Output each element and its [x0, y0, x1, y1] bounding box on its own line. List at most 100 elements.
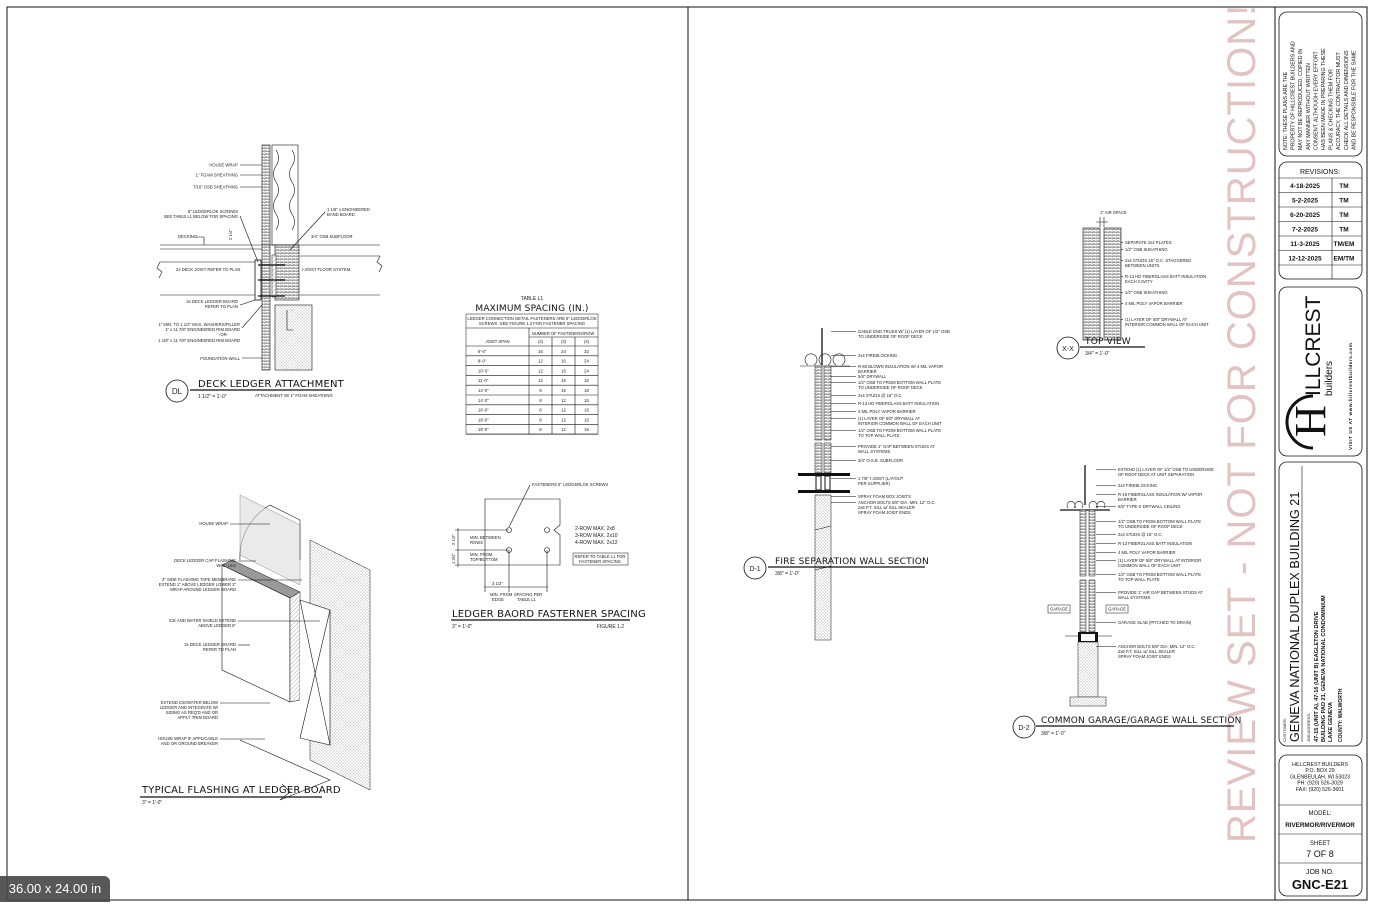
note: BARRIER: [1118, 497, 1137, 502]
sheet-number: 7 OF 8: [1306, 849, 1334, 859]
table-cell: 24: [584, 368, 589, 373]
note: HOUSE WRAP: [199, 521, 228, 526]
note: GARAGE SLAB (PITCHED TO DRAIN): [1118, 620, 1192, 625]
table-group-header: NUMBER OF FASTENERS/ROW: [532, 331, 595, 336]
note: 1/2" OSB SHEATHING: [1125, 290, 1168, 295]
note: 1" AIR SPACE: [1100, 210, 1127, 215]
table-cell: 32: [584, 349, 589, 354]
table-l1: TABLE L1 MAXIMUM SPACING (IN.) LEDGER CO…: [465, 296, 599, 435]
note: EXTEND ICE/WATER BELOW: [161, 700, 218, 705]
note: 1/2" OSB TO FROM BOTTOM WALL PLATE: [1118, 519, 1201, 524]
revision-by: TM: [1339, 183, 1348, 190]
table-cell: 12: [538, 359, 543, 364]
table-cell: 8: [539, 388, 542, 393]
table-cell: 12: [561, 427, 566, 432]
detail-tag: D-2: [1018, 725, 1029, 732]
note: EXTEND (1) LAYER OF 1/2" OSB TO UNDERSID…: [1118, 467, 1214, 472]
note: (1) LAYER OF 5/8" DRYWALL AT: [1125, 317, 1188, 322]
county: COUNTY: WALWORTH: [1338, 688, 1344, 742]
table-column-header: JOIST SPAN: [485, 339, 509, 344]
table-cell: 10'-0": [478, 368, 489, 373]
page-size-badge: 36.00 x 24.00 in: [0, 876, 110, 902]
revision-date: 5-2-2025: [1292, 198, 1318, 205]
note: GABLE END TRUSS W/ (1) LAYER OF 1/2" OSB: [858, 329, 950, 334]
job-no: GNC-E21: [1292, 877, 1348, 892]
table-cell: 12: [538, 368, 543, 373]
note: REFER TO PLAN: [205, 304, 238, 309]
note: WALL SYSTEMS: [1118, 595, 1150, 600]
note: ROWS: [470, 540, 483, 545]
detail-typical-flashing: HOUSE WRAP DECK LEDGER CAP FLASHING W/ 6…: [140, 494, 371, 806]
table-cell: 16: [584, 427, 589, 432]
company-line: FAX: (920) 526-3601: [1296, 787, 1344, 793]
note: 2x4 STUDS @ 16" O.C.: [1118, 532, 1163, 537]
sheet-border: [6, 6, 1368, 901]
table-note: LEDGER CONNECTION DETAIL FASTENERS ARE 5…: [467, 316, 596, 321]
note: SPRAY FOAM JOIST ENDS: [858, 510, 911, 515]
table-cell: 12'-0": [478, 388, 489, 393]
table-column-header: (2): [538, 339, 544, 344]
note: 1/2" OSB TO FROM BOTTOM WALL PLATE: [1118, 572, 1201, 577]
disclaimer-line: PLANS & CHECKING THEM FOR: [1329, 69, 1335, 150]
table-cell: 8: [539, 417, 542, 422]
table-column-header: (4): [584, 339, 590, 344]
note: 4 MIL POLY VAPOR BARRIER: [858, 409, 916, 414]
detail-title: COMMON GARAGE/GARAGE WALL SECTION: [1041, 716, 1242, 726]
logo-box: [1278, 286, 1363, 457]
note: TO UNDERSIDE OF ROOF DECK: [858, 385, 923, 390]
model-label: MODEL:: [1308, 811, 1331, 817]
disclaimer-line: ANY MANNER WITHOUT WRITTEN: [1306, 63, 1312, 150]
note: 2x4 FIREBLOCKING: [858, 353, 897, 358]
note: PROVIDE 1" AIR GAP BETWEEN STUDS AT: [1118, 590, 1203, 595]
note: DECK LEDGER CAP FLASHING: [174, 558, 236, 563]
note: 5" LEDGERLOK SCREWS: [188, 209, 238, 214]
note: OF ROOF DECK AT UNIT SEPARATION: [1118, 472, 1194, 477]
room-label: GARAGE: [1108, 607, 1126, 612]
note: DECKING: [178, 234, 197, 239]
revisions-label: REVISIONS:: [1300, 169, 1340, 176]
note: 3-ROW MAX. 2x10: [575, 533, 618, 539]
note: TO TOP WALL PLATE: [1118, 577, 1160, 582]
table-note: SCREWS -SEE FIGURE 1.2 FOR FASTENER SPAC…: [479, 321, 585, 326]
note: 2-ROW MAX. 2x8: [575, 526, 615, 532]
note: ANCHOR BOLTS 5/8" DIA. MIN. 12" O.C.: [1118, 644, 1196, 649]
note: R-19 FIBERGLASS INSULATION W/ VAPOR: [1118, 492, 1202, 497]
logo-letter: H: [1286, 405, 1335, 437]
project-box: [1278, 461, 1363, 747]
revision-by: TM: [1339, 227, 1348, 234]
logo-name: ILLCREST: [1302, 295, 1325, 396]
table-cell: 12: [538, 378, 543, 383]
note: 2x4 STUDS 16" O.C. STAGGERED: [1125, 258, 1191, 263]
watermark: REVIEW SET - NOT FOR CONSTRUCTION!!!: [1220, 0, 1264, 843]
table-cell: 16: [561, 378, 566, 383]
note: FOUNDATION WALL: [200, 356, 240, 361]
note: WALL SYSTEMS: [858, 449, 890, 454]
note: PER SUPPLIER): [858, 481, 890, 486]
note: 2x6 P.T. SILL w/ SILL SEALER: [858, 505, 915, 510]
table-cell: 6'-0": [478, 349, 487, 354]
detail-tag: X-X: [1062, 346, 1074, 353]
note: R-13 HD FIBERGLASS BATT INSULATION: [858, 401, 939, 406]
note: W/ 6" LEG: [216, 563, 236, 568]
customer-name: GENEVA NATIONAL DUPLEX BUILDING 21: [1288, 492, 1302, 742]
note: HOUSE WRAP: [209, 163, 238, 168]
note: ANCHOR BOLTS 5/8" DIA. MIN. 12" O.C.: [858, 500, 936, 505]
revision-by: TM: [1339, 212, 1348, 219]
note: TABLE L1: [517, 597, 536, 602]
note: SIDING AS REQ'D AND OR: [166, 710, 218, 715]
table-cell: 16: [584, 398, 589, 403]
note: R-13 HD FIBERGLASS BATT INSULATION: [1125, 274, 1206, 279]
room-label: GARAGE: [1050, 607, 1068, 612]
disclaimer-line: CHECK ALL DETAILS AND DIMENSIONS: [1344, 50, 1350, 150]
table-cell: 11'-0": [478, 378, 489, 383]
dimension: 2 1/4": [228, 229, 233, 240]
revision-date: 4-18-2025: [1290, 183, 1320, 190]
company-line: P.O. BOX 29: [1305, 768, 1334, 774]
disclaimer-box: [1278, 11, 1363, 157]
note: -OR-: [219, 332, 229, 337]
table-cell: 14'-0": [478, 398, 489, 403]
detail-fire-separation-wall: GABLE END TRUSS W/ (1) LAYER OF 1/2" OSB…: [743, 328, 950, 641]
note: MIN. FROM: [470, 552, 493, 557]
